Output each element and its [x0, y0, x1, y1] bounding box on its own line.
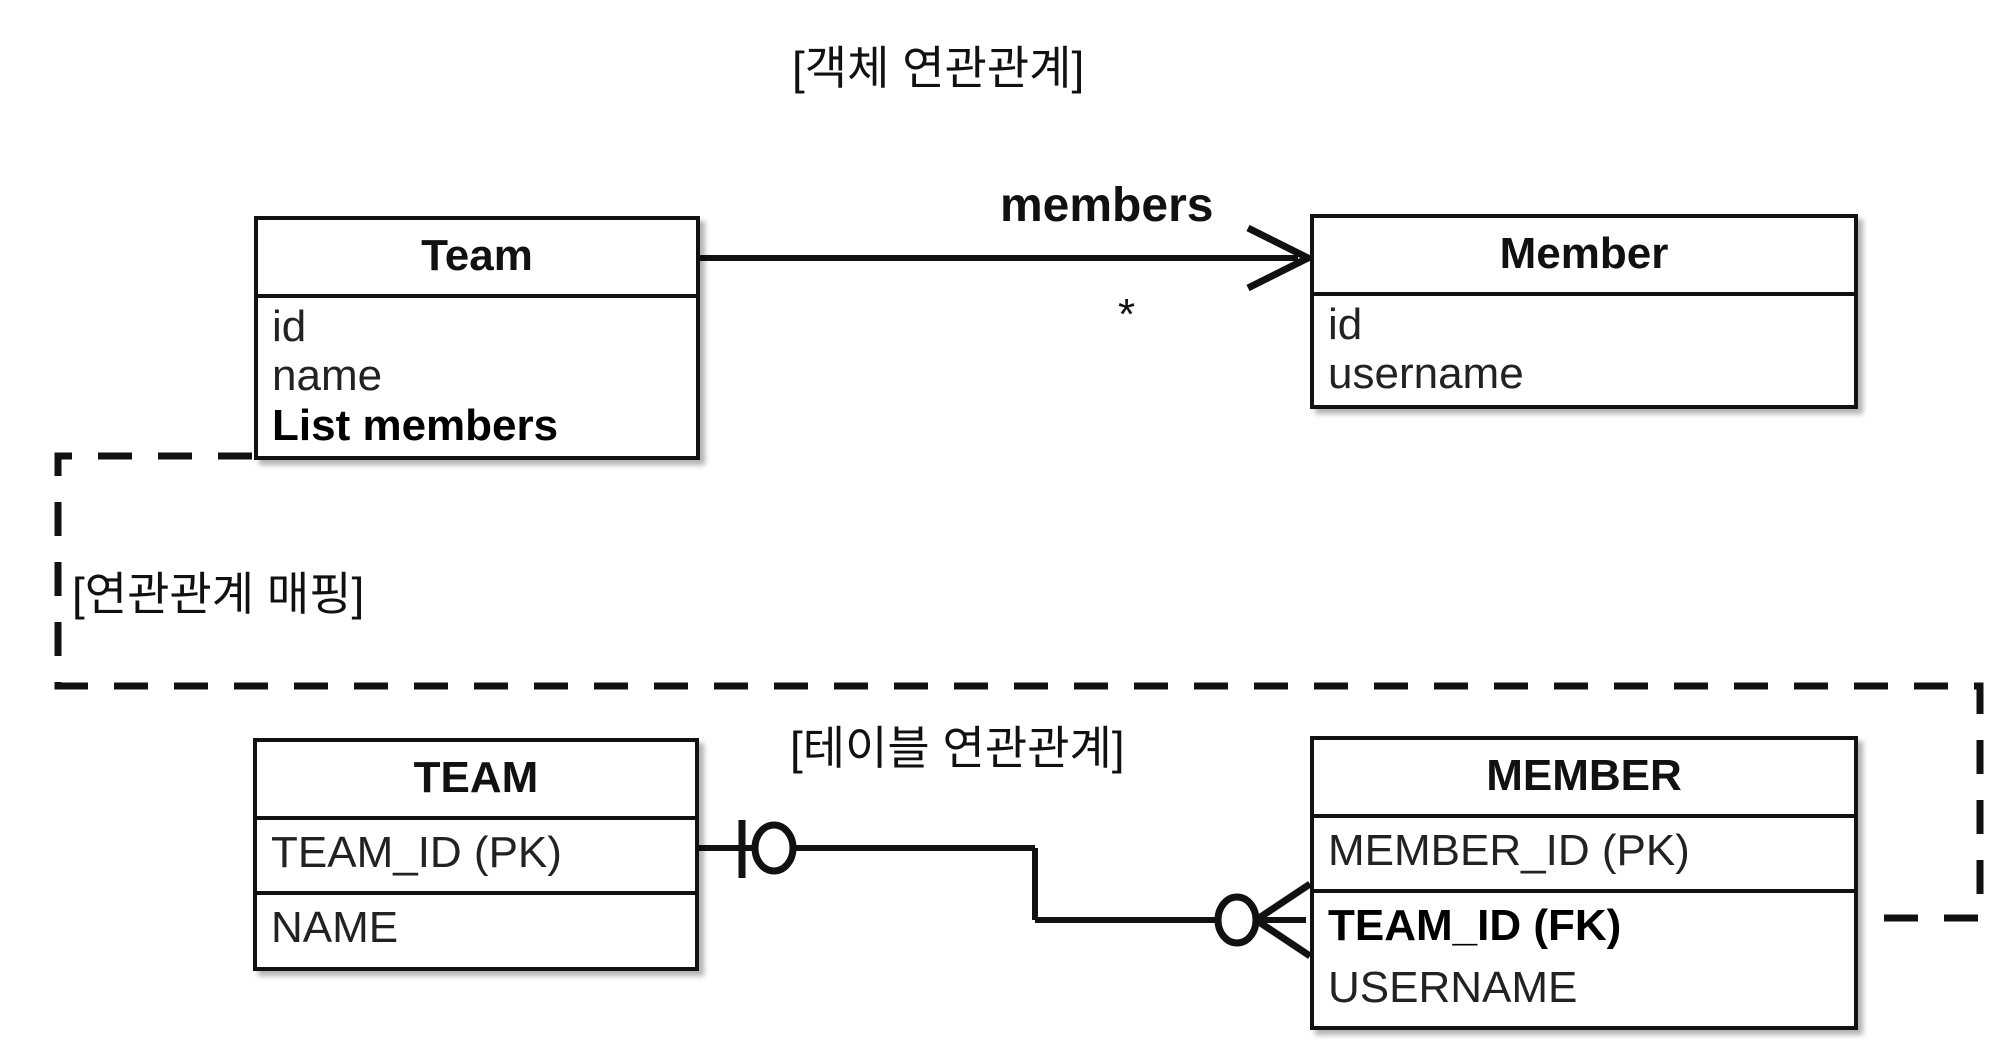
- class-attribute: username: [1328, 349, 1524, 399]
- table-box-team[interactable]: TEAM TEAM_ID (PK) NAME: [253, 738, 699, 971]
- class-title-member: Member: [1499, 229, 1669, 278]
- table-title-team: TEAM: [413, 753, 539, 802]
- table-compartment: TEAM_ID (FK) USERNAME: [1314, 893, 1854, 1026]
- table-divider: [1314, 889, 1854, 894]
- class-attributes-member: id username: [1314, 296, 1854, 405]
- association-name-label: members: [1000, 179, 1214, 232]
- caption-relation-mapping: [연관관계 매핑]: [72, 568, 365, 620]
- table-compartment: TEAM_ID (PK): [257, 820, 695, 891]
- class-attribute: name: [272, 351, 383, 401]
- table-divider: [257, 816, 695, 820]
- class-title-team: Team: [421, 231, 533, 280]
- class-attribute: id: [272, 302, 307, 351]
- table-compartment: MEMBER_ID (PK): [1314, 818, 1854, 889]
- class-attribute: id: [1328, 300, 1363, 349]
- table-divider: [257, 891, 695, 896]
- table-column-row: NAME: [271, 903, 399, 953]
- class-attributes-team: id name List members: [258, 298, 696, 456]
- table-column-row: TEAM_ID (PK): [271, 828, 562, 877]
- crowsfoot-relationship-connector: [699, 820, 1312, 959]
- caption-object-relation: [객체 연관관계]: [792, 42, 1085, 94]
- table-title-member: MEMBER: [1486, 751, 1682, 800]
- class-attribute: List members: [272, 400, 559, 450]
- class-box-team[interactable]: Team id name List members: [254, 216, 700, 460]
- table-column-row: TEAM_ID (FK): [1328, 901, 1622, 951]
- class-divider: [258, 294, 696, 298]
- table-divider: [1314, 814, 1854, 818]
- table-box-member[interactable]: MEMBER MEMBER_ID (PK) TEAM_ID (FK) USERN…: [1310, 736, 1858, 1031]
- class-box-member[interactable]: Member id username: [1310, 214, 1858, 409]
- table-compartment: NAME: [257, 895, 695, 966]
- table-column-row: MEMBER_ID (PK): [1328, 826, 1690, 875]
- caption-table-relation: [테이블 연관관계]: [790, 722, 1125, 774]
- association-multiplicity-label: *: [1118, 290, 1136, 339]
- association-members-connector: [700, 224, 1316, 292]
- class-divider: [1314, 292, 1854, 296]
- table-column-row: USERNAME: [1328, 962, 1578, 1012]
